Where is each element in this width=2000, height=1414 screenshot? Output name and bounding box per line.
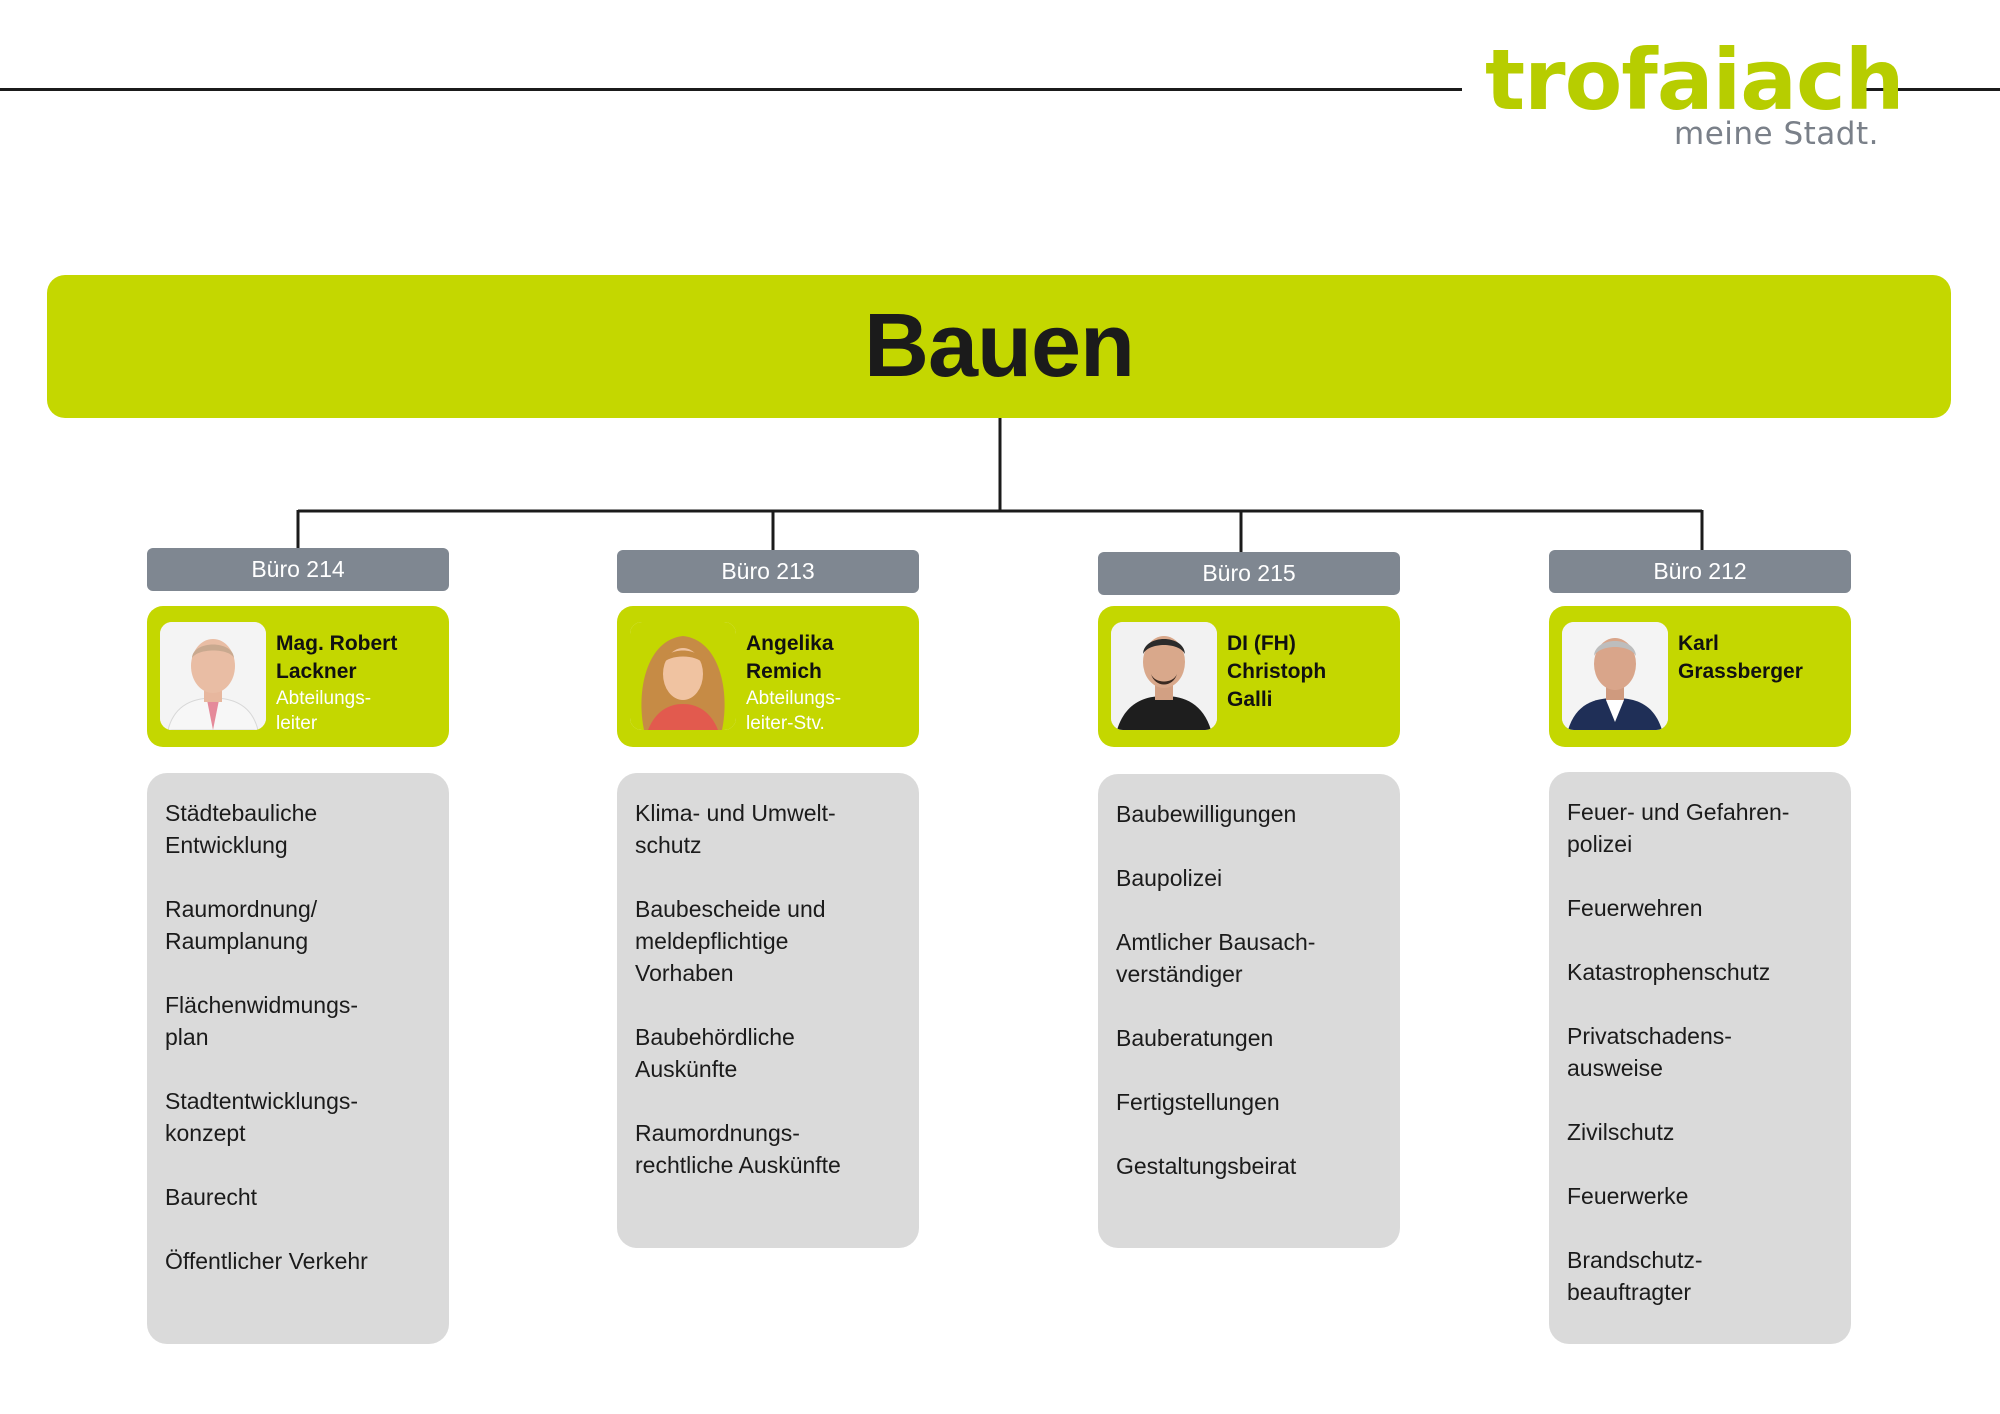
task-item: Baubescheide und meldepflichtige Vorhabe… <box>635 896 826 986</box>
person-photo <box>1111 622 1217 730</box>
person-photo <box>160 622 266 730</box>
task-list: Städtebauliche Entwicklung Raumordnung/ … <box>147 773 449 1344</box>
task-list: Feuer- und Gefahren- polizei Feuerwehren… <box>1549 772 1851 1344</box>
office-badge: Büro 215 <box>1098 552 1400 595</box>
task-item: Baupolizei <box>1116 865 1223 891</box>
person-name: Mag. Robert Lackner <box>276 632 398 683</box>
org-connectors <box>296 418 1704 552</box>
task-item: Öffentlicher Verkehr <box>165 1248 368 1274</box>
person-photo <box>1562 622 1668 730</box>
task-item: Feuerwerke <box>1567 1183 1689 1209</box>
office-badge: Büro 213 <box>617 550 919 593</box>
logo-tagline: meine Stadt. <box>1674 116 1879 152</box>
task-list: Baubewilligungen Baupolizei Amtlicher Ba… <box>1098 774 1400 1248</box>
task-item: Bauberatungen <box>1116 1025 1274 1051</box>
task-item: Feuerwehren <box>1567 895 1703 921</box>
person-card: Angelika Remich Abteilungs- leiter-Stv. <box>617 606 919 747</box>
task-item: Raumordnung/ Raumplanung <box>165 896 318 954</box>
header-rule-left <box>0 88 1462 91</box>
task-item: Stadtentwicklungs- konzept <box>165 1088 359 1146</box>
page-title: Bauen <box>863 296 1135 396</box>
person-name: Angelika Remich <box>746 632 834 683</box>
logo-word: trofaiach <box>1485 31 1905 129</box>
task-item: Städtebauliche Entwicklung <box>165 800 318 858</box>
task-item: Baubehördliche Auskünfte <box>635 1024 795 1082</box>
office-badge: Büro 212 <box>1549 550 1851 593</box>
person-card: DI (FH) Christoph Galli <box>1098 606 1400 747</box>
task-item: Katastrophenschutz <box>1567 959 1771 985</box>
department-title-bar: Bauen <box>47 275 1951 418</box>
person-name: DI (FH) Christoph Galli <box>1227 632 1327 711</box>
task-list: Klima- und Umwelt- schutz Baubescheide u… <box>617 773 919 1248</box>
person-card: Karl Grassberger <box>1549 606 1851 747</box>
task-item: Baurecht <box>165 1184 258 1210</box>
task-item: Klima- und Umwelt- schutz <box>635 800 836 858</box>
task-item: Amtlicher Bausach- verständiger <box>1116 929 1316 987</box>
office-badge: Büro 214 <box>147 548 449 591</box>
person-card: Mag. Robert Lackner Abteilungs- leiter <box>147 606 449 747</box>
task-item: Fertigstellungen <box>1116 1089 1280 1115</box>
task-item: Raumordnungs- rechtliche Auskünfte <box>635 1120 841 1178</box>
person-role: Abteilungs- leiter-Stv. <box>746 688 842 734</box>
task-item: Zivilschutz <box>1567 1119 1675 1145</box>
task-item: Brandschutz- beauftragter <box>1567 1247 1703 1305</box>
task-item: Feuer- und Gefahren- polizei <box>1567 799 1790 857</box>
person-role: Abteilungs- leiter <box>276 688 372 734</box>
task-item: Flächenwidmungs- plan <box>165 992 359 1050</box>
person-name: Karl Grassberger <box>1678 632 1803 683</box>
task-item: Gestaltungsbeirat <box>1116 1153 1297 1179</box>
person-photo <box>630 622 736 730</box>
task-item: Privatschadens- ausweise <box>1567 1023 1732 1081</box>
header-rule-right <box>1853 88 2000 91</box>
task-item: Baubewilligungen <box>1116 801 1297 827</box>
trofaiach-logo: trofaiach meine Stadt. <box>1485 30 1905 160</box>
